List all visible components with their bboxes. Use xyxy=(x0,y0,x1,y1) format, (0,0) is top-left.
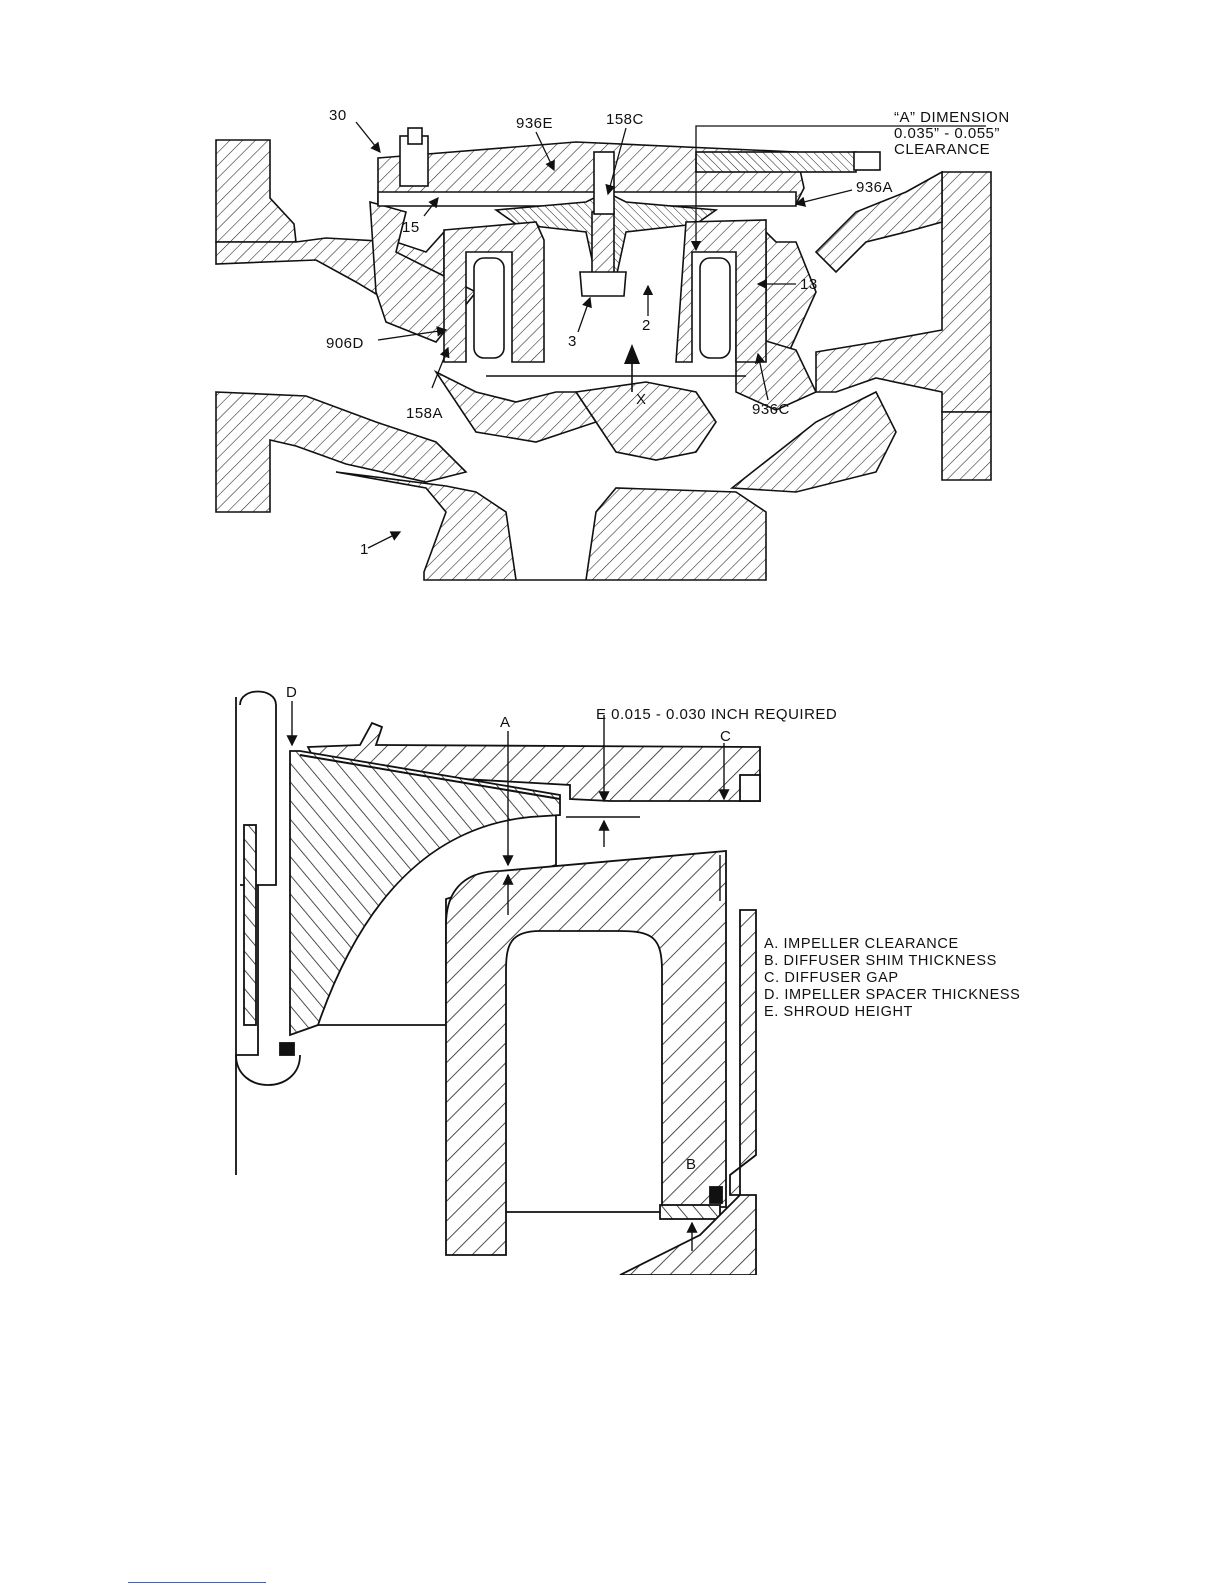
label-c: C xyxy=(720,728,731,745)
label-e-requirement: E 0.015 - 0.030 INCH REQUIRED xyxy=(596,706,837,723)
label-158a: 158A xyxy=(406,405,443,422)
label-a-dimension-line3: CLEARANCE xyxy=(894,141,990,158)
label-b: B xyxy=(686,1156,697,1173)
label-158c: 158C xyxy=(606,111,644,128)
label-a: A xyxy=(500,714,511,731)
legend-item-a: A. IMPELLER CLEARANCE xyxy=(764,936,959,952)
legend: A. IMPELLER CLEARANCE B. DIFFUSER SHIM T… xyxy=(764,936,1020,1020)
legend-item-e: E. SHROUD HEIGHT xyxy=(764,1004,913,1020)
clearance-detail-figure: D A E 0.015 - 0.030 INCH REQUIRED C B A.… xyxy=(200,675,1040,1275)
label-15: 15 xyxy=(402,219,420,236)
label-a-dimension-line2: 0.035” - 0.055” xyxy=(894,125,1000,142)
label-936c: 936C xyxy=(752,401,790,418)
label-30: 30 xyxy=(329,107,347,124)
label-a-dimension-line1: “A” DIMENSION xyxy=(894,109,1010,126)
pump-cross-section-figure: 30 936E 158C “A” DIMENSION 0.035” - 0.05… xyxy=(176,92,1016,600)
label-x: X xyxy=(636,391,647,408)
label-936a: 936A xyxy=(856,179,893,196)
label-1: 1 xyxy=(360,541,369,558)
label-d: D xyxy=(286,684,297,701)
label-936e: 936E xyxy=(516,115,553,132)
label-906d: 906D xyxy=(326,335,364,352)
diffuser xyxy=(446,851,726,1255)
footnote-rule xyxy=(128,1582,266,1583)
legend-item-d: D. IMPELLER SPACER THICKNESS xyxy=(764,987,1020,1003)
legend-item-b: B. DIFFUSER SHIM THICKNESS xyxy=(764,953,997,969)
legend-item-c: C. DIFFUSER GAP xyxy=(764,970,899,986)
label-2: 2 xyxy=(642,317,651,334)
label-3: 3 xyxy=(568,333,577,350)
label-13: 13 xyxy=(800,276,818,293)
cover-plate xyxy=(378,128,880,206)
